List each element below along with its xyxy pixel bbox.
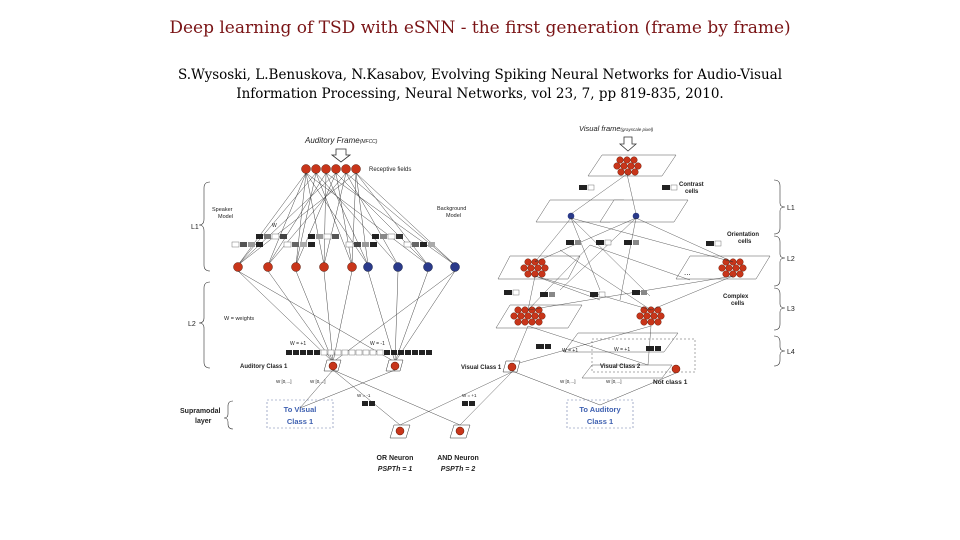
not-class1-label: Not class 1	[653, 379, 688, 386]
contrast-cells-label: Contrast	[679, 182, 704, 188]
background-model-label-2: Model	[446, 213, 461, 219]
and-neuron-psp: PSPTh = 2	[441, 466, 476, 473]
auditory-class1-label: Auditory Class 1	[240, 364, 288, 370]
or-neuron-psp: PSPTh = 1	[378, 466, 413, 473]
visual-class2-label: Visual Class 2	[600, 364, 641, 370]
w-plus1-l4-label: W = +1	[562, 348, 578, 354]
complex-cells-label-2: cells	[731, 301, 745, 307]
auditory-frame-label: Auditory Frame(MFCC)	[304, 136, 378, 145]
visual-class1-neuron	[507, 362, 517, 372]
and-neuron-label: AND Neuron	[437, 455, 479, 462]
w-minus1-label: W = -1	[370, 341, 385, 347]
visual-l3-label: L3	[787, 306, 795, 313]
to-visual-label: To Visual	[284, 405, 317, 414]
auditory-l2-weight-blocks	[286, 349, 432, 356]
slide-title: Deep learning of TSD with eSNN - the fir…	[169, 18, 791, 38]
supramodal-bracket	[223, 400, 234, 430]
w-minus1-supra-label: W = -1	[357, 393, 371, 398]
auditory-l1-label: L1	[191, 224, 199, 231]
orientation-cell-icons	[504, 184, 722, 351]
citation-line-1: S.Wysoski, L.Benuskova, N.Kasabov, Evolv…	[177, 67, 783, 83]
w-range-3: W [0,...]	[560, 379, 576, 384]
auditory-class2-neuron	[390, 361, 400, 371]
citation: S.Wysoski, L.Benuskova, N.Kasabov, Evolv…	[150, 66, 810, 104]
supra-weight-block-4	[469, 401, 475, 406]
orientation-cells-label-2: cells	[738, 239, 752, 245]
auditory-l1-connections	[237, 172, 456, 266]
visual-class1-label: Visual Class 1	[461, 365, 502, 371]
visual-layer-connections	[399, 173, 734, 426]
visual-frame-label: Visual frame(grayscale pixel)	[579, 124, 654, 133]
speaker-model-label-2: Model	[218, 214, 233, 220]
visual-input-arrow	[618, 136, 638, 152]
supra-weight-block-2	[369, 401, 375, 406]
w-range-4: W [0,...]	[606, 379, 622, 384]
supra-weight-block-3	[462, 401, 468, 406]
speaker-model-label: Speaker	[212, 207, 233, 213]
weights-legend: W = weights	[224, 316, 254, 322]
auditory-class1-neuron	[328, 361, 338, 371]
or-neuron	[395, 426, 405, 436]
visual-l1-label: L1	[787, 205, 795, 212]
to-auditory-label: To Auditory	[579, 405, 621, 414]
and-neuron	[455, 426, 465, 436]
supra-weight-block-1	[362, 401, 368, 406]
receptive-fields-label: Receptive fields	[369, 167, 411, 173]
w-range-1: W [0,...]	[276, 379, 292, 384]
ellipsis-label: ...	[684, 268, 691, 277]
or-neuron-label: OR Neuron	[377, 455, 414, 462]
to-visual-label-2: Class 1	[287, 417, 313, 426]
visual-l2-label: L2	[787, 256, 795, 263]
visual-layer-brackets	[773, 179, 786, 367]
visual-l4-label: L4	[787, 349, 795, 356]
auditory-layer-brackets	[198, 181, 211, 369]
supramodal-connections	[299, 369, 677, 426]
receptive-field-neurons	[301, 164, 361, 174]
orientation-cells-label: Orientation	[727, 232, 759, 238]
not-class1-neuron	[671, 364, 681, 374]
supramodal-label: Supramodal	[180, 408, 221, 415]
background-model-label: Background	[437, 206, 466, 212]
complex-cells-label: Complex	[723, 294, 749, 300]
contrast-cells-label-2: cells	[685, 189, 699, 195]
w-range-2: W [0,...]	[310, 379, 326, 384]
citation-line-2: Information Processing, Neural Networks,…	[236, 86, 724, 102]
supramodal-label-2: layer	[195, 418, 212, 425]
to-visual-box	[266, 399, 334, 429]
w-plus1-visual-label: W = +1	[614, 347, 630, 353]
to-auditory-box	[566, 399, 634, 429]
w-plus1-label: W = +1	[290, 341, 306, 347]
auditory-weight-blocks	[231, 233, 435, 248]
w-label-auditory: W	[272, 223, 277, 229]
auditory-l2-connections	[237, 270, 456, 363]
to-auditory-label-2: Class 1	[587, 417, 613, 426]
auditory-l1-neurons	[233, 262, 460, 272]
auditory-l2-label: L2	[188, 321, 196, 328]
w-plus1-supra-label: W = +1	[462, 393, 477, 398]
auditory-input-arrow	[330, 148, 352, 163]
